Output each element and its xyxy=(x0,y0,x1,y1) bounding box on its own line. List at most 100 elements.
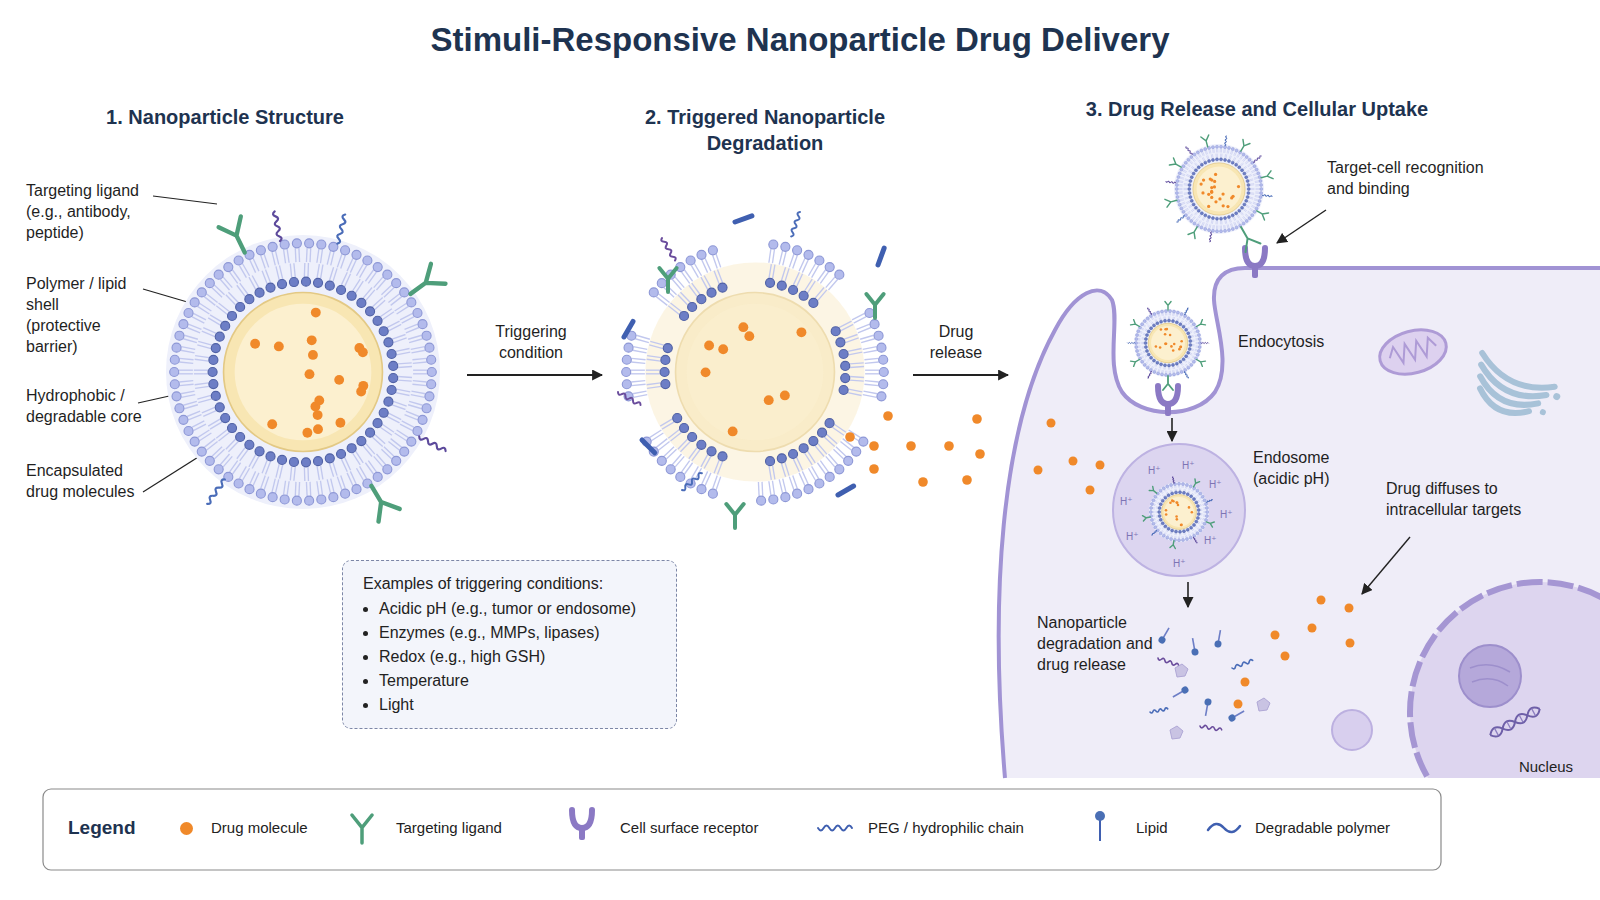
ligand-stroke xyxy=(1201,135,1212,148)
lipid-tail xyxy=(1189,354,1191,355)
lipid-tail xyxy=(1193,356,1195,357)
lipid-tail xyxy=(1192,493,1193,495)
lipid-head xyxy=(175,404,184,413)
lipid-tail xyxy=(381,285,391,295)
lipid-tail xyxy=(1159,314,1161,317)
lipid-tail xyxy=(309,248,311,262)
lipid-tail xyxy=(773,265,775,279)
lipid-head xyxy=(1190,526,1193,529)
lipid-tail xyxy=(1206,150,1207,154)
lipid-tail xyxy=(848,393,862,396)
lipid-tail xyxy=(1250,188,1254,189)
lipid-tail xyxy=(850,366,864,368)
lipid-tail xyxy=(1202,503,1204,505)
peg-stroke xyxy=(789,211,801,237)
lipid-tail xyxy=(398,376,412,378)
lipid-tail xyxy=(1240,155,1242,159)
lipid-tail xyxy=(1153,505,1155,507)
lipid-tail xyxy=(1241,163,1244,166)
golgi-vesicle xyxy=(1552,392,1561,401)
lipid-tail xyxy=(333,462,337,476)
peg-chain xyxy=(617,390,641,406)
peg-stroke xyxy=(1209,232,1212,242)
lipid-tail xyxy=(239,466,246,478)
peg-stroke xyxy=(1201,342,1208,343)
lipid-tail xyxy=(1241,156,1243,160)
lipid-tail xyxy=(1170,313,1171,316)
lipid-head xyxy=(697,295,706,304)
lipid-head xyxy=(197,447,206,456)
lipid-tail xyxy=(388,441,399,450)
lipid-tail xyxy=(212,447,222,457)
lipid-tail xyxy=(1195,218,1197,222)
lipid-tail xyxy=(1185,166,1189,168)
lipid-tail xyxy=(1153,518,1155,520)
lipid-tail xyxy=(684,463,692,475)
lipid-tail xyxy=(1183,486,1184,488)
lipid-head xyxy=(1136,349,1139,352)
lipid-tail xyxy=(633,391,647,394)
lipid-tail xyxy=(216,429,227,438)
lipid-head xyxy=(190,298,199,307)
lipid-tail xyxy=(1200,517,1202,519)
lipid-head xyxy=(1143,363,1146,366)
lipid-tail xyxy=(797,274,803,287)
lipid-head xyxy=(1175,362,1178,365)
lipid-head xyxy=(1215,217,1218,220)
drug-molecule xyxy=(1160,328,1163,331)
lipid-tail xyxy=(372,297,383,306)
lipid-tail xyxy=(1178,485,1179,487)
lipid-tail xyxy=(865,370,879,371)
lipid-tail xyxy=(1185,319,1187,321)
lipid-tail xyxy=(183,339,197,343)
lipid-head xyxy=(341,246,350,255)
lipid-tail xyxy=(279,465,282,479)
lipid-tail xyxy=(1178,193,1182,194)
lipid-tail xyxy=(864,358,878,359)
lipid-head xyxy=(280,240,289,249)
lipid-tail xyxy=(1162,495,1164,497)
lipid-tail xyxy=(1188,322,1190,324)
drug-molecule xyxy=(356,387,366,397)
lipid-tail xyxy=(1180,177,1184,178)
lipid-tail xyxy=(1186,487,1188,489)
lipid-tail xyxy=(1152,322,1154,324)
drug-molecule xyxy=(334,375,344,385)
lipid-tail xyxy=(1172,370,1174,373)
lipid-head xyxy=(1189,339,1192,342)
lipid-head xyxy=(815,256,824,265)
lipid-tail xyxy=(717,270,722,283)
peg-chain xyxy=(1231,659,1253,669)
lipid-head xyxy=(879,380,888,389)
lipid-tail xyxy=(396,352,410,355)
lipid-tail xyxy=(1189,161,1192,164)
callout-label: Polymer / lipid shell (protective barrie… xyxy=(26,273,138,357)
legend-label: Lipid xyxy=(1136,818,1168,838)
lipid-tail xyxy=(1242,217,1245,220)
lipid-tail xyxy=(1195,496,1197,497)
lipid-tail xyxy=(1138,343,1141,344)
lipid-head xyxy=(657,456,666,465)
lipid-head xyxy=(211,391,220,400)
lipid-tail xyxy=(1183,536,1184,538)
targeting-ligand xyxy=(1205,519,1214,527)
lipid-tail xyxy=(193,313,206,319)
debris-fragment xyxy=(1257,698,1270,711)
drug-molecule xyxy=(883,411,893,421)
drug-molecule xyxy=(1346,639,1355,648)
lipid-tail xyxy=(1217,220,1218,224)
drug-molecule xyxy=(975,449,985,459)
lipid-tail xyxy=(1167,488,1169,490)
lipid-tail xyxy=(1181,363,1183,365)
drug-molecule xyxy=(1169,501,1172,504)
lipid-tail xyxy=(1185,198,1189,199)
peg-stroke xyxy=(205,478,226,505)
lipid-head xyxy=(1178,482,1181,485)
lipid-tail xyxy=(664,447,674,457)
drug-molecule xyxy=(1221,192,1224,195)
lipid-tail xyxy=(218,303,229,312)
targeting-ligand xyxy=(866,294,883,318)
lipid-tail xyxy=(331,479,334,493)
lipid-head xyxy=(1245,219,1248,222)
drug-molecule xyxy=(1231,195,1234,198)
